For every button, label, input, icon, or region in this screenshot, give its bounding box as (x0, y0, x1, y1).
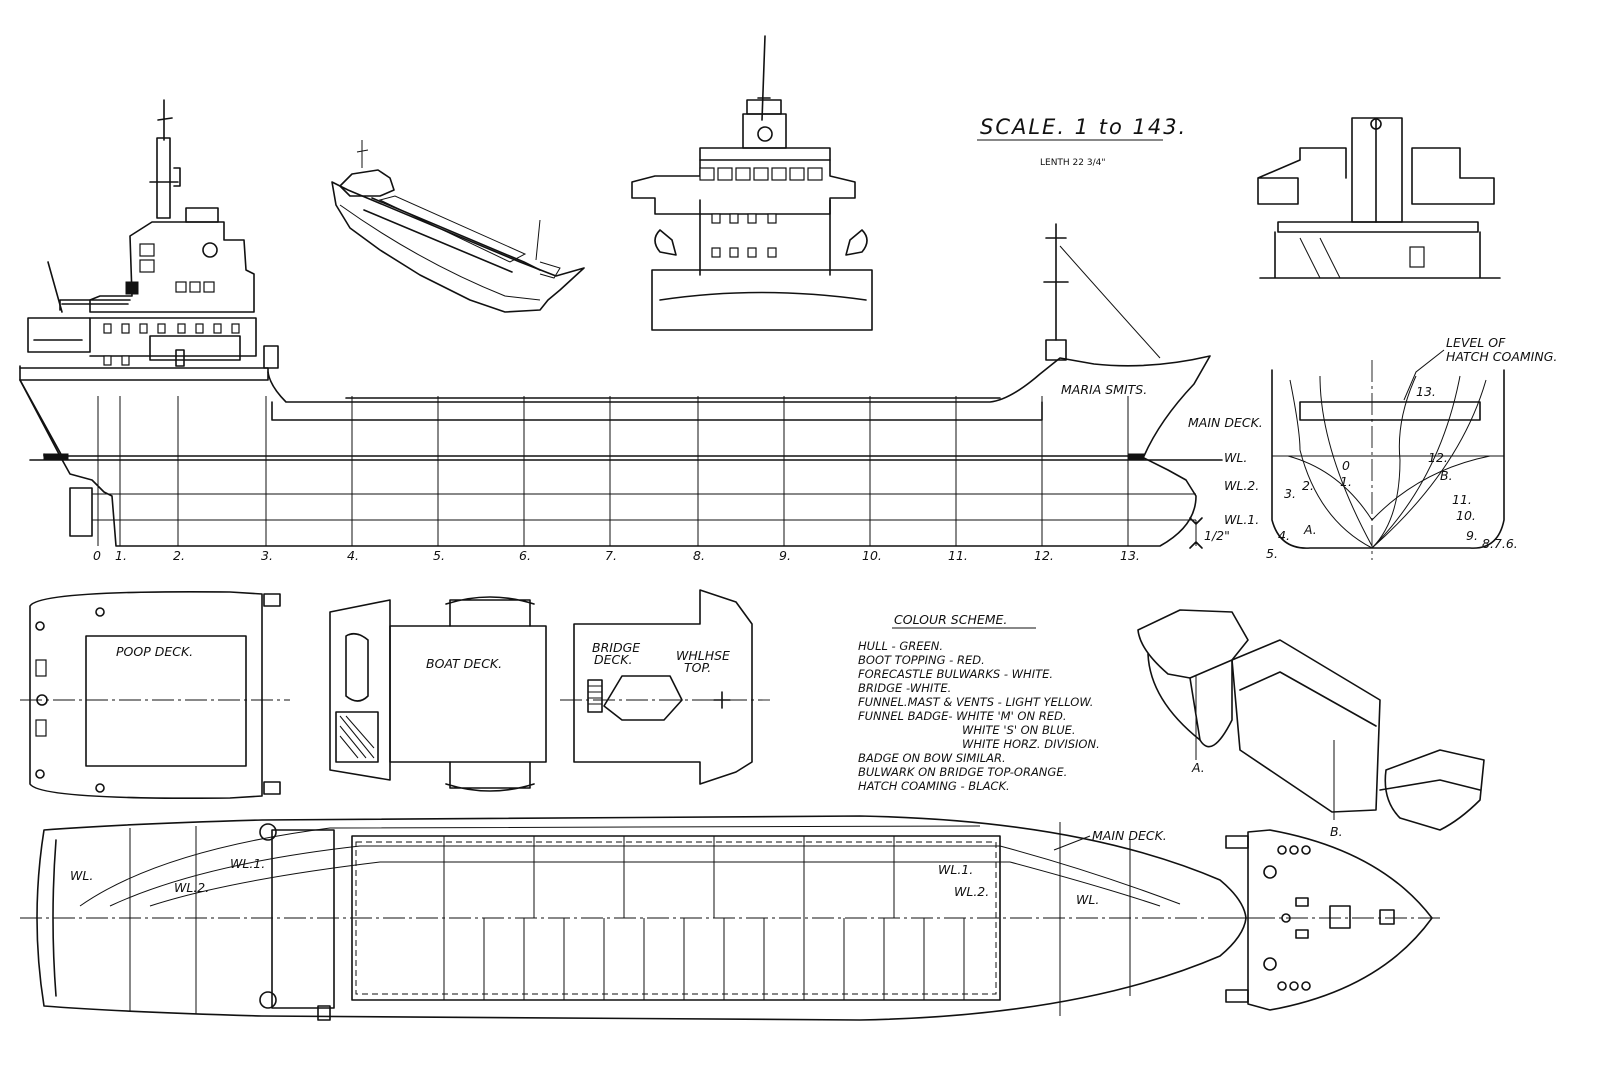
colour-line: HATCH COAMING - BLACK. (858, 779, 1010, 793)
body-number: 4. (1278, 528, 1290, 543)
plan-wl-label: WL. (70, 868, 93, 883)
station-number: 9. (779, 548, 791, 563)
perspective-view (331, 140, 585, 313)
ship-name: MARIA SMITS. (1061, 382, 1147, 397)
plan-wl2-fwd-label: WL.2. (954, 884, 989, 899)
plan-wl1-label: WL.1. (230, 856, 265, 871)
colour-line: WHITE 'S' ON BLUE. (962, 723, 1076, 737)
colour-line: FORECASTLE BULWARKS - WHITE. (858, 667, 1053, 681)
forecastle-plan (1220, 829, 1440, 1011)
profile-view: MARIA SMITS. MAIN DECK. WL. WL.2. WL.1. … (19, 99, 1263, 563)
body-number: 0 (1342, 458, 1350, 473)
body-number: 8.7.6. (1482, 536, 1518, 551)
wl2-label: WL.2. (1224, 478, 1259, 493)
whlhse-label-line2: TOP. (684, 660, 711, 675)
colour-line: BADGE ON BOW SIMILAR. (858, 751, 1006, 765)
station-numbers: 0 1. 2. 3. 4. 5. 6. 7. 8. 9. 10. 11. 12.… (93, 548, 1140, 563)
profile-station-lines (92, 396, 1196, 546)
body-number: 11. (1452, 492, 1472, 507)
wl-label: WL. (1224, 450, 1247, 465)
bridge-deck-plan: BRIDGE DECK. WHLHSE TOP. (560, 589, 770, 785)
station-number: 4. (347, 548, 359, 563)
colour-line: BRIDGE -WHITE. (858, 681, 951, 695)
bridge-deck-label-line2: DECK. (594, 652, 632, 667)
plan-frame-lines (129, 822, 1131, 1016)
isometric-sections: A. B. (1137, 609, 1485, 839)
station-number: 3. (261, 548, 273, 563)
colour-line: HULL - GREEN. (858, 639, 943, 653)
colour-scheme-title: COLOUR SCHEME. (894, 612, 1007, 627)
body-plan: LEVEL OF HATCH COAMING. 13. 12. 11. 10. … (1266, 335, 1557, 561)
whlhse-label-line1: WHLHSE (676, 648, 730, 663)
body-number: 3. (1284, 486, 1296, 501)
station-number: 10. (862, 548, 882, 563)
main-deck-label: MAIN DECK. (1188, 415, 1263, 430)
length-note: LENTH 22 3/4" (1040, 158, 1106, 168)
colour-line: BOOT TOPPING - RED. (858, 653, 985, 667)
station-number: 0 (93, 548, 101, 563)
station-number: 2. (173, 548, 185, 563)
body-number: B. (1440, 468, 1453, 483)
body-number: 9. (1466, 528, 1478, 543)
plan-wl2-label: WL.2. (174, 880, 209, 895)
poop-deck-label: POOP DECK. (116, 644, 193, 659)
wl1-label: WL.1. (1224, 512, 1259, 527)
bridge-deck-label-line1: BRIDGE (592, 640, 640, 655)
body-number: 1. (1340, 474, 1352, 489)
section-b-label: B. (1330, 824, 1343, 839)
station-number: 7. (605, 548, 617, 563)
body-plan-numbers: 13. 12. 11. 10. 9. 8.7.6. B. 0 1. 2. 3. … (1266, 384, 1518, 561)
station-number: 5. (433, 548, 445, 563)
stern-view (631, 35, 873, 331)
colour-line: BULWARK ON BRIDGE TOP-ORANGE. (858, 765, 1067, 779)
station-number: 6. (519, 548, 531, 563)
boat-deck-label: BOAT DECK. (426, 656, 502, 671)
station-number: 1. (115, 548, 127, 563)
colour-line: FUNNEL BADGE- WHITE 'M' ON RED. (858, 709, 1067, 723)
plan-view: MAIN DECK. WL. WL.1. WL.2. WL.1. WL.2. W… (20, 815, 1260, 1021)
station-number: 12. (1034, 548, 1054, 563)
plan-main-deck-label: MAIN DECK. (1092, 828, 1167, 843)
station-number: 8. (693, 548, 705, 563)
station-number: 11. (948, 548, 968, 563)
body-number: 12. (1428, 450, 1448, 465)
body-number: 5. (1266, 546, 1278, 561)
body-number: 2. (1302, 478, 1314, 493)
boat-deck-plan: BOAT DECK. (329, 596, 547, 792)
body-number: A. (1303, 522, 1317, 537)
station-number: 13. (1120, 548, 1140, 563)
scale-block: SCALE. 1 to 143. LENTH 22 3/4" (977, 115, 1187, 168)
draft-label: 1/2" (1204, 528, 1230, 543)
section-a-label: A. (1191, 760, 1205, 775)
body-number: 13. (1416, 384, 1436, 399)
stern-view-windows (699, 167, 823, 258)
colour-scheme: COLOUR SCHEME. HULL - GREEN. BOOT TOPPIN… (858, 612, 1100, 793)
hatch-note-line1: LEVEL OF (1446, 335, 1506, 350)
scale-title: SCALE. 1 to 143. (980, 115, 1187, 139)
poop-deck-plan: POOP DECK. (20, 590, 290, 800)
plan-wl-fwd-label: WL. (1076, 892, 1099, 907)
plan-wl1-fwd-label: WL.1. (938, 862, 973, 877)
colour-line: WHITE HORZ. DIVISION. (962, 737, 1100, 751)
bridge-front-view (1257, 117, 1501, 279)
hatch-note-line2: HATCH COAMING. (1446, 349, 1557, 364)
profile-portholes (103, 323, 240, 366)
colour-line: FUNNEL.MAST & VENTS - LIGHT YELLOW. (858, 695, 1093, 709)
body-number: 10. (1456, 508, 1476, 523)
